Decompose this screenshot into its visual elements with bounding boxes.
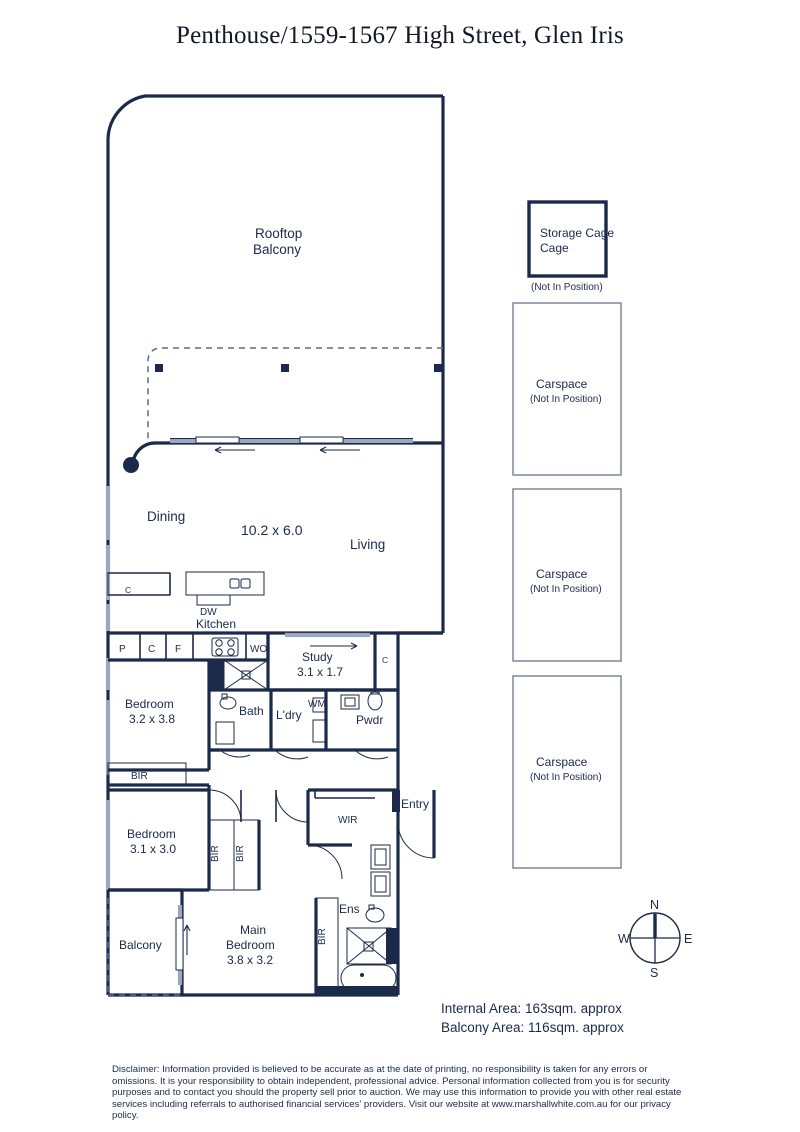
room-dim-bedroom3: 3.1 x 3.0 [130,842,176,856]
compass-rose [629,912,681,964]
label-storage-cage-note: (Not In Position) [531,282,603,293]
kitchen-bench-row [108,631,443,662]
room-label-kitchen: Kitchen [196,617,236,631]
balustrade-posts [155,364,442,372]
compass-label-south: S [650,966,658,980]
compass-label-west: W [618,932,630,946]
room-label-main-line2: Bedroom [226,938,275,952]
carspace-box-3 [512,675,622,869]
hallway-doors [208,789,309,823]
label-storage-cage-line1: Storage Cage [540,226,614,240]
room-label-main-line1: Main [240,923,266,937]
room-label-rooftop-balcony-line1: Rooftop [255,226,302,241]
room-dim-bedroom2: 3.2 x 3.8 [129,712,175,726]
room-dim-living: 10.2 x 6.0 [241,522,303,538]
disclaimer-text: Disclaimer: Information provided is beli… [112,1064,682,1122]
room-label-powder: Pwdr [356,713,383,727]
page-title: Penthouse/1559-1567 High Street, Glen Ir… [176,22,624,49]
room-label-balcony: Balcony [119,938,162,952]
internal-area-text: Internal Area: 163sqm. approx [441,1001,622,1016]
label-bir-bedroom2: BIR [131,771,148,782]
label-storage-cage-line2: Cage [540,241,569,255]
rooftop-balcony-outline [106,94,445,443]
ensuite-fixtures [316,844,398,995]
study-walls [266,632,398,692]
storage-cage-box [527,200,608,278]
lower-balcony [107,888,191,996]
label-bir-b: BIR [235,845,246,862]
label-dishwasher: DW [200,607,217,618]
label-bir-a: BIR [210,845,221,862]
label-cupboard-study: C [382,655,388,665]
room-dim-main-bedroom: 3.8 x 3.2 [227,953,273,967]
label-pantry: P [119,644,126,655]
main-bedroom-walls [314,897,339,995]
room-label-bath: Bath [239,704,264,718]
hall-shower-block [209,659,269,691]
room-label-ensuite: Ens [339,902,360,916]
bir-bedroom2 [107,762,211,790]
area-summary: Internal Area: 163sqm. approx Balcony Ar… [441,999,741,1037]
room-label-study: Study [302,650,333,664]
room-label-wir: WIR [338,815,357,826]
label-carspace-2: Carspace [536,567,588,581]
room-label-bedroom2: Bedroom [125,697,174,711]
carspace-box-2 [512,488,622,662]
label-washing-machine: WM [308,699,326,710]
compass-label-east: E [684,932,692,946]
powder-fixtures [209,689,398,760]
parking-boxes [512,200,622,869]
bath-fixtures [209,688,398,758]
room-label-dining: Dining [147,509,185,524]
compass-label-north: N [650,898,659,912]
rooftop-balcony-dashed-edge [147,347,443,443]
balcony-area-text: Balcony Area: 116sqm. approx [441,1020,624,1035]
label-cupboard-kitchen: C [148,644,155,655]
room-label-bedroom3: Bedroom [127,827,176,841]
wir-entry-walls [306,788,436,880]
bir-pair [208,819,261,891]
kitchen-island [185,571,265,606]
room-dim-study: 3.1 x 1.7 [297,665,343,679]
laundry-fixtures [274,690,328,760]
dining-cupboard [107,572,171,596]
label-cupboard-dining: C [125,585,131,595]
room-label-living: Living [350,537,385,552]
label-wall-oven: WO [250,644,267,655]
label-fridge: F [175,644,181,655]
label-carspace-2-note: (Not In Position) [530,584,602,595]
label-carspace-3: Carspace [536,755,588,769]
room-label-entry: Entry [401,797,429,811]
living-sliding-doors [170,436,413,454]
label-carspace-3-note: (Not In Position) [530,772,602,783]
label-carspace-1: Carspace [536,377,588,391]
label-bir-main: BIR [317,928,328,945]
room-label-laundry: L'dry [276,708,302,722]
room-label-rooftop-balcony-line2: Balcony [253,242,301,257]
column-marker [123,457,139,473]
label-carspace-1-note: (Not In Position) [530,394,602,405]
carspace-box-1 [512,302,622,476]
bedroom2-walls [108,660,211,772]
